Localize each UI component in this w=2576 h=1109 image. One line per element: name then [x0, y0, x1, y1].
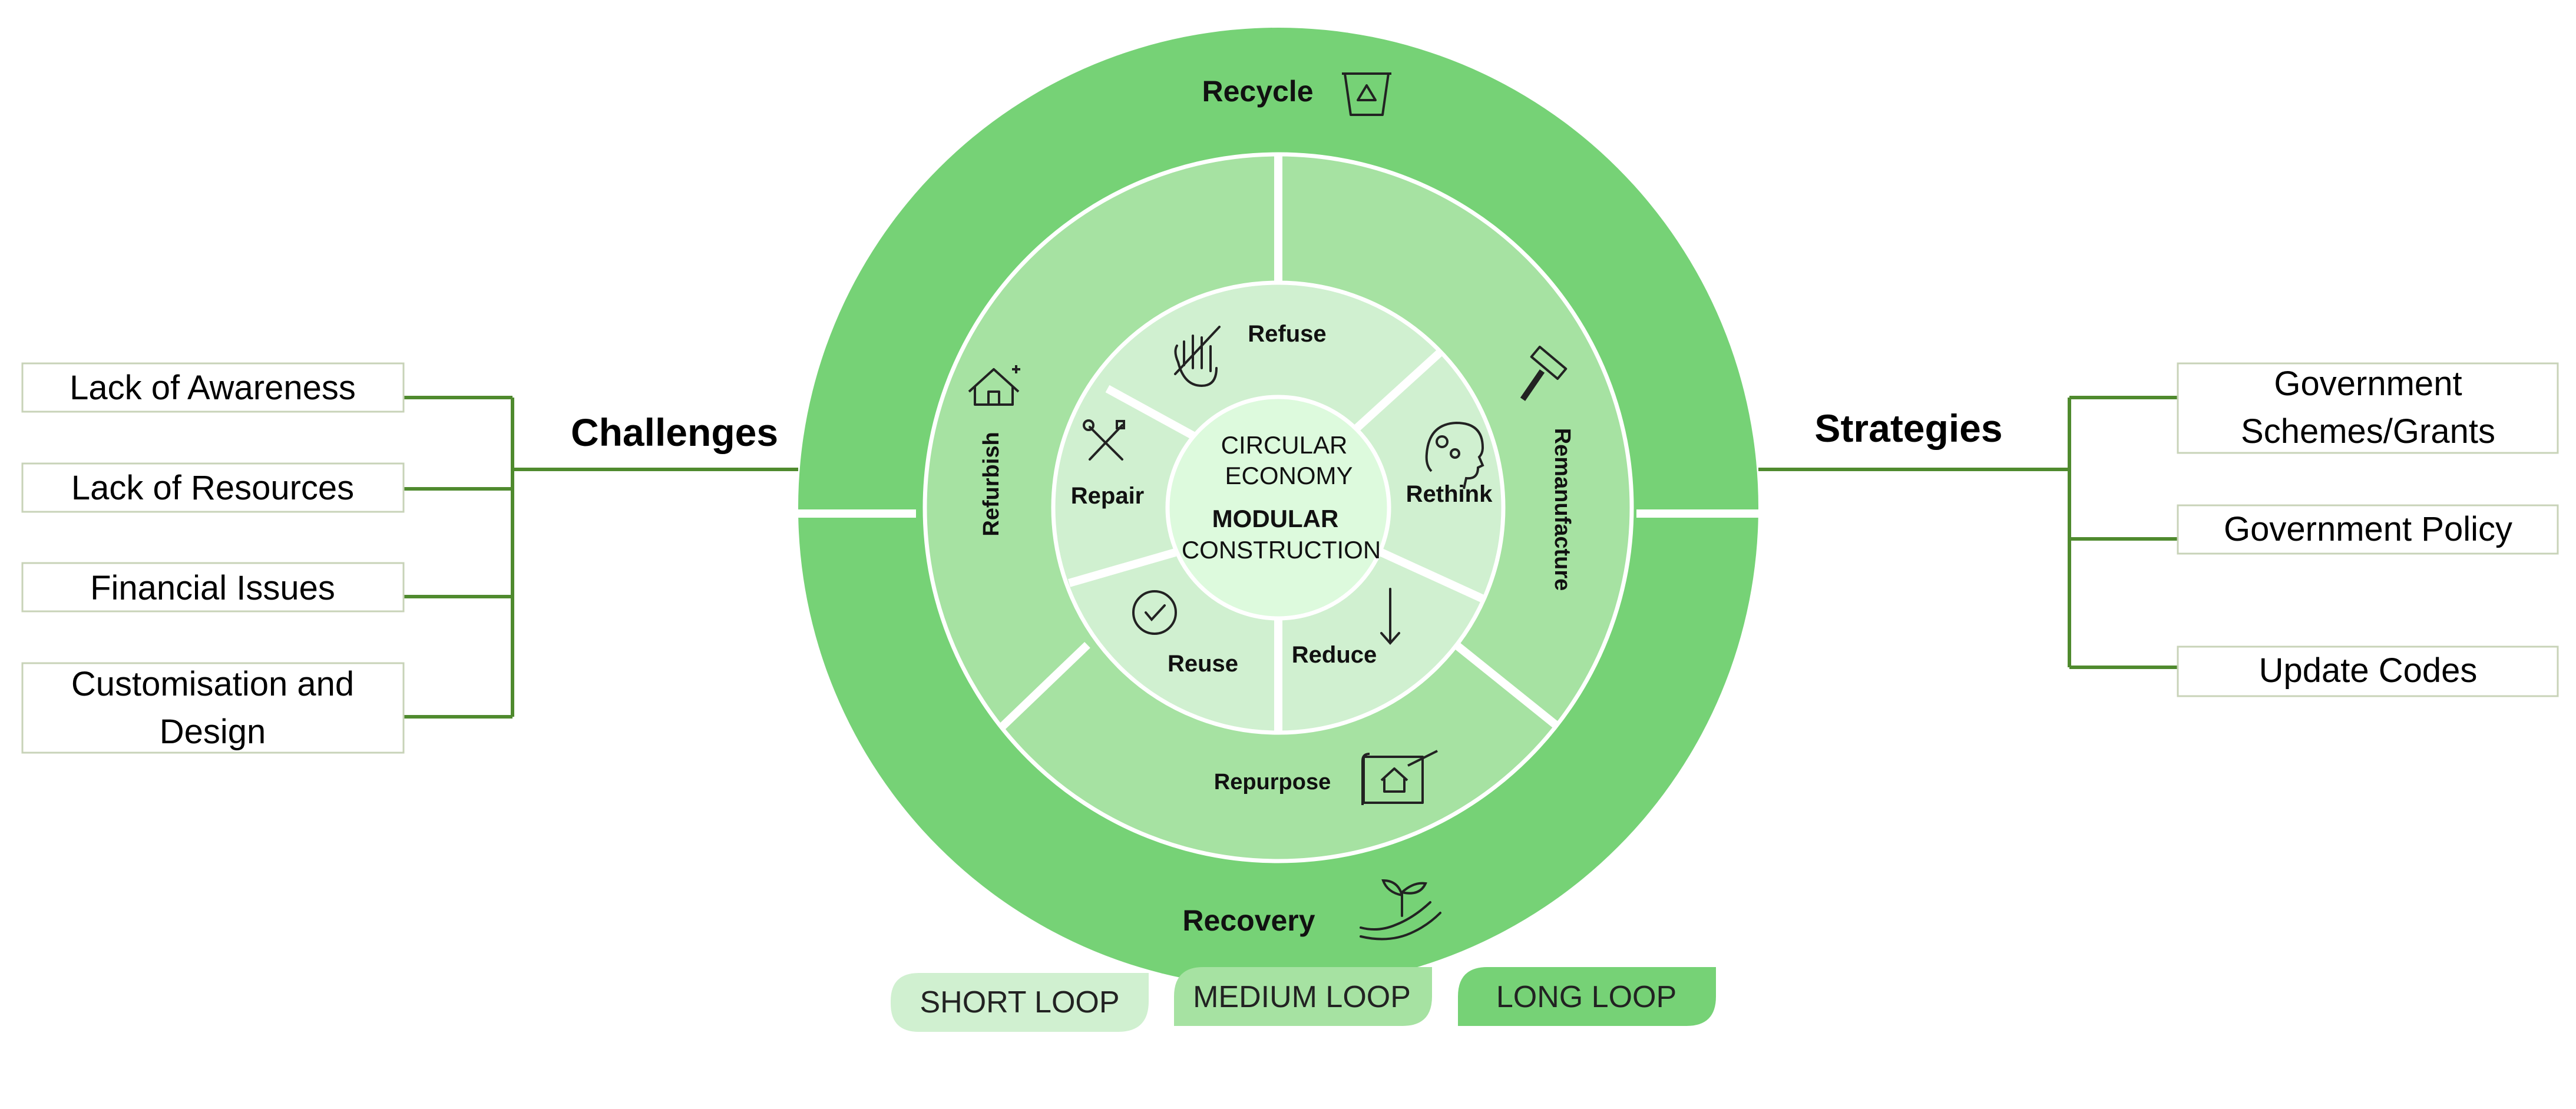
short-loop-labels: Refuse Rethink Reduce Reuse Repair: [1071, 321, 1493, 677]
legend-long-loop-label: LONG LOOP: [1496, 980, 1676, 1014]
legend-medium-loop: MEDIUM LOOP: [1174, 967, 1432, 1026]
strategies-heading: Strategies: [1814, 406, 2002, 450]
legend-short-loop: SHORT LOOP: [891, 973, 1149, 1032]
ring-separators: [796, 154, 1758, 733]
check-circle-icon: [1132, 590, 1177, 635]
arrow-down-icon: [1380, 588, 1400, 645]
reuse-label: Reuse: [1168, 651, 1238, 677]
challenge-customisation-line-2: Design: [160, 713, 266, 751]
strategy-government-line-2: Schemes/Grants: [2241, 412, 2495, 451]
strategy-government-policy: Government Policy: [2224, 510, 2512, 548]
strategy-box-1: Government Schemes/Grants: [2177, 362, 2559, 454]
strategy-update-codes: Update Codes: [2259, 651, 2478, 690]
challenges-connectors: [404, 396, 798, 719]
hand-plant-icon: [1360, 879, 1441, 941]
legend-short-loop-label: SHORT LOOP: [920, 985, 1119, 1019]
hand-stop-icon: [1174, 326, 1221, 388]
center-line-3: MODULAR: [1212, 505, 1339, 532]
strategies-connectors: [1758, 396, 2178, 669]
recovery-label: Recovery: [1182, 904, 1315, 937]
recycle-label: Recycle: [1202, 75, 1313, 108]
challenge-box-2: Lack of Resources: [21, 462, 405, 513]
repurpose-label: Repurpose: [1214, 770, 1331, 794]
challenge-customisation-line-1: Customisation and: [71, 665, 354, 703]
refuse-label: Refuse: [1248, 321, 1326, 347]
challenge-box-3: Financial Issues: [21, 562, 405, 613]
tools-cross-icon: [1083, 419, 1125, 461]
challenge-box-4: Customisation and Design: [21, 662, 405, 754]
strategy-government-line-1: Government: [2274, 365, 2462, 403]
legend: SHORT LOOP MEDIUM LOOP LONG LOOP: [891, 967, 1716, 1032]
challenges-section: Challenges Lack of Awareness Lack of Res…: [21, 362, 798, 754]
repair-label: Repair: [1071, 483, 1145, 509]
strategy-box-3: Update Codes: [2177, 645, 2559, 697]
rethink-label: Rethink: [1406, 481, 1493, 507]
head-gears-icon: [1425, 421, 1484, 489]
medium-loop-labels: Refurbish Remanufacture Repurpose: [968, 345, 1575, 805]
challenges-heading: Challenges: [571, 411, 778, 454]
remanufacture-label: Remanufacture: [1550, 428, 1575, 591]
legend-long-loop: LONG LOOP: [1458, 967, 1716, 1026]
challenge-lack-of-awareness: Lack of Awareness: [70, 369, 356, 407]
refurbish-label: Refurbish: [979, 432, 1004, 536]
strategies-section: Strategies Government Schemes/Grants Gov…: [1758, 362, 2559, 697]
strategy-box-2: Government Policy: [2177, 504, 2559, 555]
center-line-4: CONSTRUCTION: [1182, 536, 1381, 564]
recycle-bin-icon: [1342, 72, 1391, 116]
long-loop-labels: Recycle Recovery: [1182, 72, 1441, 941]
challenge-box-1: Lack of Awareness: [21, 362, 405, 413]
house-sparkle-icon: [968, 365, 1020, 406]
challenge-financial-issues: Financial Issues: [90, 569, 335, 607]
legend-medium-loop-label: MEDIUM LOOP: [1193, 980, 1411, 1014]
reduce-label: Reduce: [1292, 642, 1377, 668]
challenge-lack-of-resources: Lack of Resources: [71, 469, 354, 507]
hammer-icon: [1520, 345, 1568, 401]
center-label: CIRCULAR ECONOMY MODULAR CONSTRUCTION: [1182, 431, 1381, 564]
center-line-1: CIRCULAR: [1221, 431, 1348, 459]
house-blueprint-icon: [1361, 750, 1438, 805]
center-line-2: ECONOMY: [1225, 462, 1353, 489]
